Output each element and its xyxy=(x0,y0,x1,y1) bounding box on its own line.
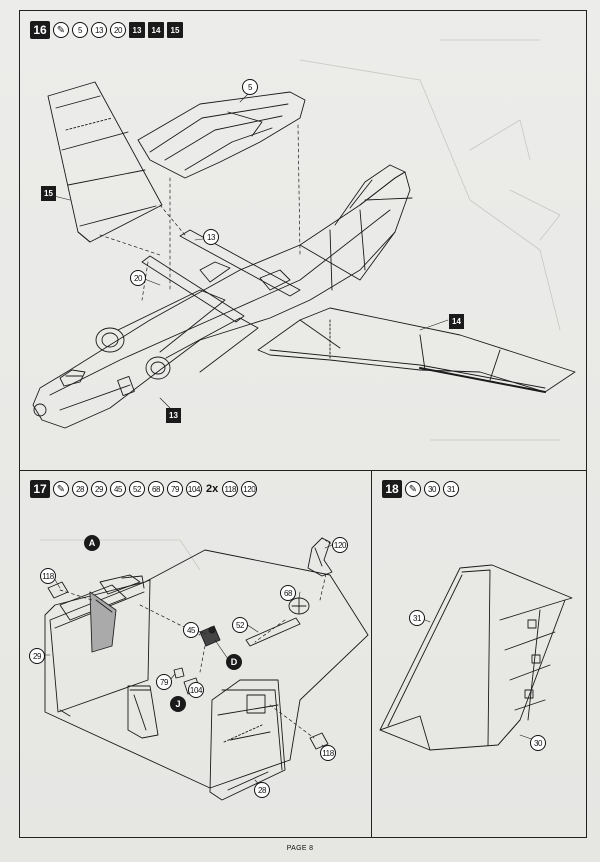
callout-part-79: 79 xyxy=(156,674,172,690)
callout-upper-fuselage: 5 xyxy=(242,79,258,95)
page-number: PAGE 8 xyxy=(286,845,314,852)
part-callout: 31 xyxy=(443,481,459,497)
upper-fuselage-part-5 xyxy=(137,91,306,179)
left-wing-part-15 xyxy=(47,81,163,243)
glue-icon: ✎ xyxy=(53,22,69,38)
multiplier: 2x xyxy=(206,483,219,495)
throttle-quadrant xyxy=(199,625,221,647)
callout-part-118-top: 118 xyxy=(40,568,56,584)
callout-part-31: 31 xyxy=(409,610,425,626)
seat xyxy=(127,685,159,739)
part-callout: 20 xyxy=(110,22,126,38)
step-number: 17 xyxy=(30,480,50,498)
callout-part-29: 29 xyxy=(29,648,45,664)
step-16-header: 16 ✎ 5 13 20 13 14 15 xyxy=(30,21,183,39)
callout-part-30: 30 xyxy=(530,735,546,751)
glue-icon: ✎ xyxy=(53,481,69,497)
callout-part-120: 120 xyxy=(332,537,348,553)
part-callout-black: 13 xyxy=(129,22,145,38)
cockpit-interior-assembly xyxy=(44,537,369,801)
part-callout: 30 xyxy=(424,481,440,497)
part-callout: 118 xyxy=(222,481,239,497)
step-divider-horizontal xyxy=(19,470,587,471)
part-callout: 45 xyxy=(110,481,126,497)
callout-part-52: 52 xyxy=(232,617,248,633)
part-callout: 29 xyxy=(91,481,107,497)
callout-left-wing: 15 xyxy=(41,186,56,201)
step-divider-vertical xyxy=(371,470,372,838)
part-callout: 120 xyxy=(241,481,258,497)
part-callout: 79 xyxy=(167,481,183,497)
callout-part-13-lower: 13 xyxy=(166,408,181,423)
right-wing-part-14 xyxy=(257,307,576,393)
part-118-bottom xyxy=(309,732,329,750)
step-number: 16 xyxy=(30,21,50,39)
vertical-fin-assembly xyxy=(379,564,573,751)
glue-icon: ✎ xyxy=(405,481,421,497)
callout-part-45: 45 xyxy=(183,622,199,638)
fuselage xyxy=(32,164,413,429)
part-callout-black: 14 xyxy=(148,22,164,38)
step-18-header: 18 ✎ 30 31 xyxy=(382,480,459,498)
callout-part-68: 68 xyxy=(280,585,296,601)
instrument-console xyxy=(59,574,145,653)
part-callout: 13 xyxy=(91,22,107,38)
callout-part-118-bottom: 118 xyxy=(320,745,336,761)
part-callout: 5 xyxy=(72,22,88,38)
callout-part-13-upper: 13 xyxy=(203,229,219,245)
step-17-header: 17 ✎ 28 29 45 52 68 79 104 2x 118 120 xyxy=(30,480,258,498)
callout-part-20: 20 xyxy=(130,270,146,286)
part-callout: 28 xyxy=(72,481,88,497)
aircraft-assembly xyxy=(32,81,576,429)
wing-spars-13-20 xyxy=(141,229,301,323)
callout-part-104: 104 xyxy=(188,682,204,698)
page-frame xyxy=(19,10,587,838)
engine-nacelles xyxy=(95,261,291,380)
paint-callout-d: D xyxy=(226,654,242,670)
part-79 xyxy=(173,667,185,679)
step-number: 18 xyxy=(382,480,402,498)
paint-callout-j: J xyxy=(170,696,186,712)
part-callout: 52 xyxy=(129,481,145,497)
part-callout-black: 15 xyxy=(167,22,183,38)
callout-part-28: 28 xyxy=(254,782,270,798)
part-callout: 68 xyxy=(148,481,164,497)
paint-callout-a: A xyxy=(84,535,100,551)
callout-right-wing: 14 xyxy=(449,314,464,329)
right-wall-part-28 xyxy=(209,679,286,801)
part-callout: 104 xyxy=(186,481,202,497)
